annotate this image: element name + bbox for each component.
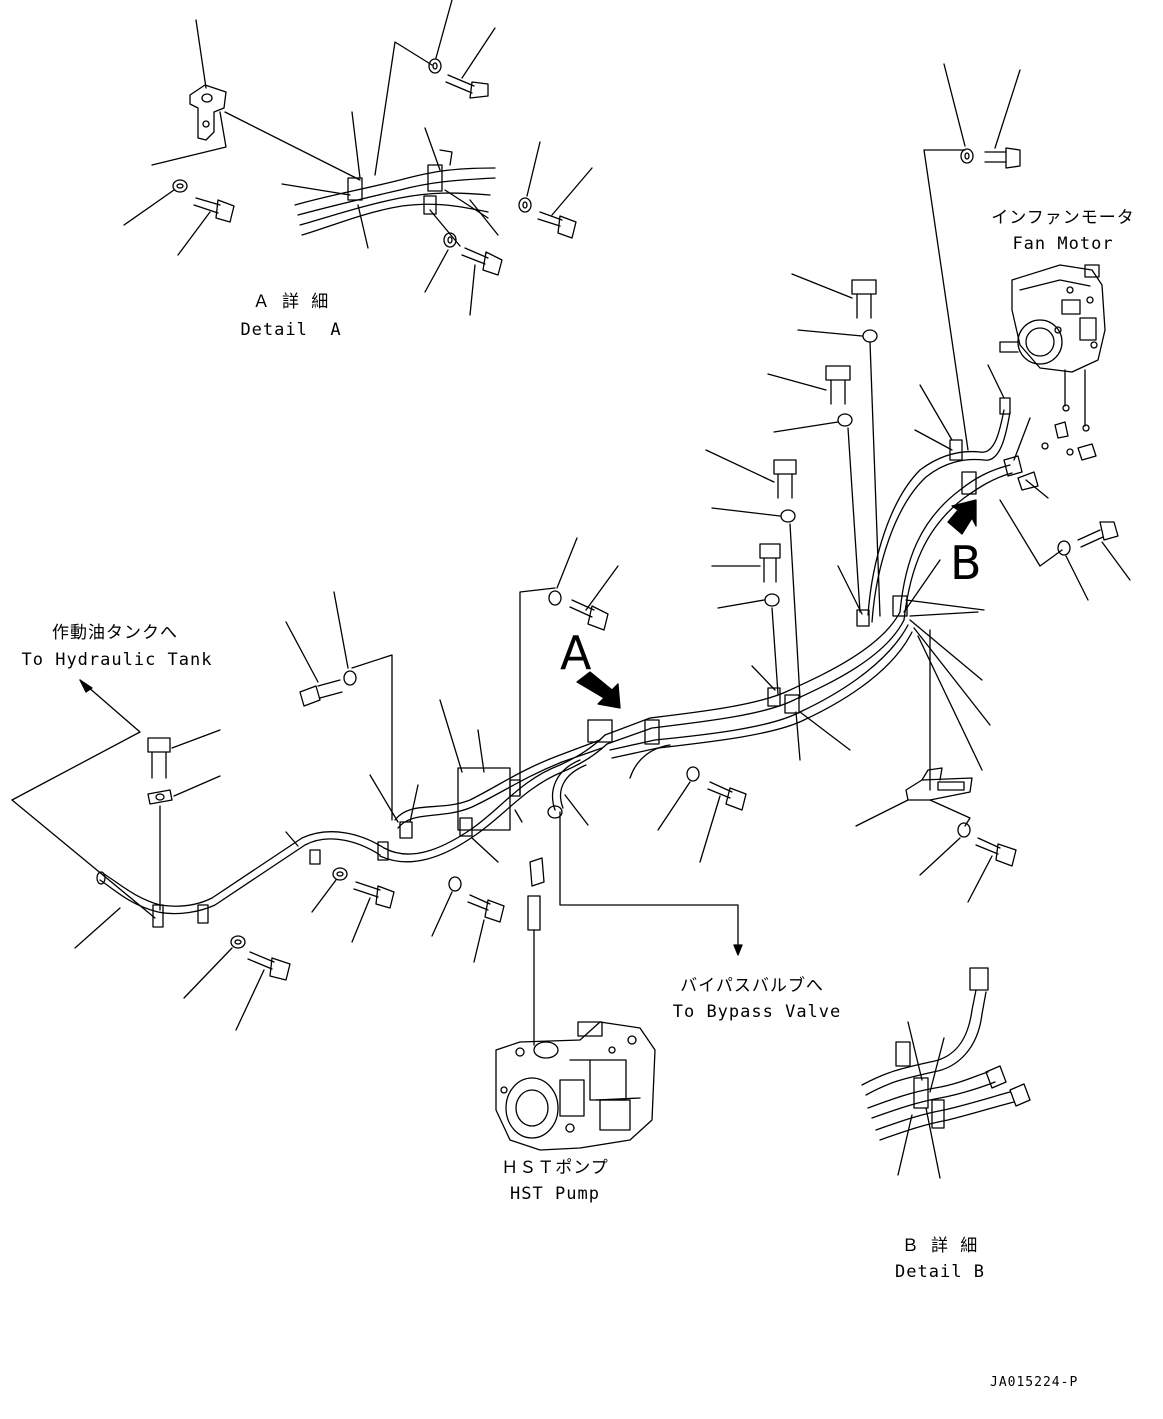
bolt-icon — [468, 895, 504, 922]
detail-a-view — [124, 0, 592, 315]
detail-b-title-en: Detail B — [895, 1262, 985, 1282]
callout-b: B — [950, 536, 982, 590]
bolt-icon — [985, 148, 1020, 168]
bracket-icon — [190, 20, 226, 140]
fan-motor-label-en: Fan Motor — [1012, 234, 1114, 254]
washer-icon — [344, 671, 356, 685]
bolt-icon — [708, 782, 746, 810]
bolt-icon — [826, 366, 850, 404]
bolt-icon — [538, 212, 576, 238]
bypass-valve-label-en: To Bypass Valve — [672, 1002, 842, 1022]
drawing-code: JA015224-P — [990, 1375, 1079, 1390]
bypass-valve-label-jp: バイパスバルブへ — [680, 976, 824, 996]
bolt-icon — [760, 544, 780, 582]
arrow-a-icon — [577, 672, 620, 708]
bolt-icon — [446, 75, 488, 98]
callout-a: A — [560, 626, 592, 680]
fan-motor-illustration — [1000, 265, 1105, 460]
bolt-icon — [976, 838, 1016, 866]
washer-icon — [687, 767, 699, 781]
fitting-icon — [528, 858, 544, 1045]
washer-icon — [549, 591, 561, 605]
bolt-icon — [852, 280, 876, 318]
washer-icon — [333, 868, 347, 880]
bolt-icon — [774, 460, 796, 498]
hst-pump-label-en: HST Pump — [510, 1184, 600, 1204]
washer-icon — [231, 936, 245, 948]
bolt-icon — [462, 248, 502, 275]
detail-a-title-en: Detail A — [240, 320, 342, 340]
hose-bundle — [295, 150, 495, 235]
washer-icon — [958, 823, 970, 837]
hst-pump-label-jp: ＨＳＴポンプ — [501, 1158, 609, 1178]
hydraulic-tank-label-jp: 作動油タンクへ — [52, 623, 178, 643]
washer-icon — [449, 877, 461, 891]
detail-b-view — [862, 968, 1030, 1178]
main-pipe-run — [100, 410, 1012, 914]
bolt-icon — [248, 952, 290, 980]
bolt-icon — [148, 738, 170, 778]
bracket-icon — [906, 768, 972, 800]
fan-motor-label-jp: インファンモータ — [991, 208, 1135, 228]
washer-icon — [444, 233, 456, 247]
washer-icon — [961, 149, 973, 163]
washer-icon — [173, 180, 187, 192]
detail-a-title-jp: Ａ 詳 細 — [252, 292, 330, 312]
washer-icon — [781, 510, 795, 522]
washer-icon — [838, 414, 852, 426]
washer-icon — [765, 594, 779, 606]
bolt-icon — [570, 600, 608, 630]
washer-icon — [1058, 541, 1070, 555]
hst-pump-illustration — [496, 1022, 655, 1150]
bolt-icon — [300, 680, 342, 706]
washer-icon — [148, 790, 172, 804]
detail-b-title-jp: Ｂ 詳 細 — [901, 1236, 979, 1256]
bolt-icon — [194, 198, 234, 222]
bolt-icon — [354, 882, 394, 908]
washer-icon — [863, 330, 877, 342]
bolt-icon — [1078, 522, 1118, 547]
washer-icon — [519, 198, 531, 212]
hydraulic-tank-label-en: To Hydraulic Tank — [21, 650, 213, 670]
washer-icon — [429, 59, 441, 73]
arrow-b-icon — [948, 500, 976, 534]
